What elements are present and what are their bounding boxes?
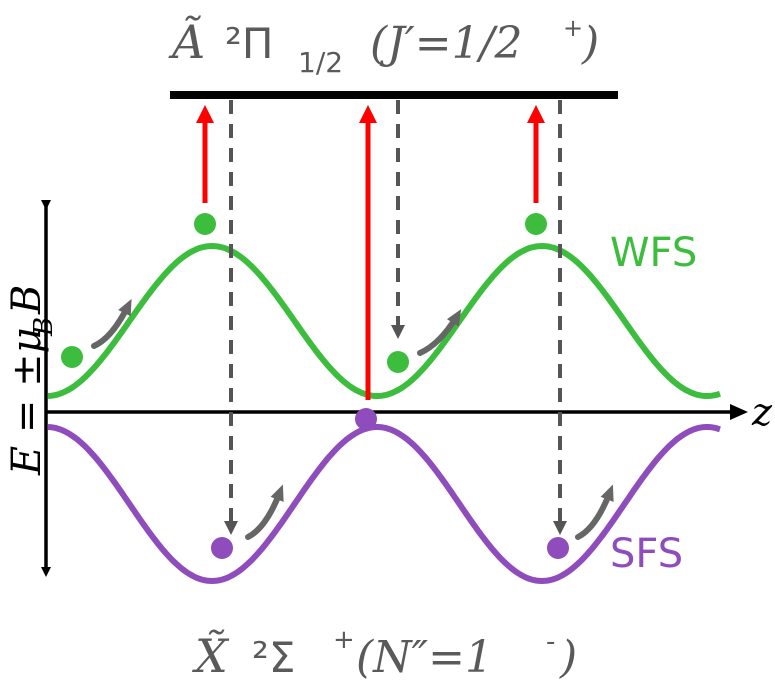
wfs-potential-curve <box>47 242 721 399</box>
upper-state-close-paren: ) <box>581 18 599 69</box>
wfs-label: WFS <box>610 230 697 276</box>
z-axis-arrowhead <box>730 404 748 420</box>
energy-axis-label-subscript: B <box>29 317 59 337</box>
lower-state-quantum-number: (N″=1 <box>356 632 493 683</box>
molecule-sfs-trough-right <box>547 537 569 559</box>
lower-state-term-superscript: + <box>333 625 355 655</box>
motion-arrow-sfs-right <box>575 484 614 540</box>
sfs-potential-curve <box>47 424 721 585</box>
molecule-wfs-center <box>387 351 409 373</box>
z-axis-label: z <box>751 390 773 434</box>
motion-arrow-wfs-right <box>417 309 462 356</box>
molecule-wfs-peak-right <box>525 213 547 235</box>
upper-state-quantum-number: (J′=1/2 <box>370 18 522 69</box>
lower-state-term: ²Σ <box>252 633 295 682</box>
upper-state-term: ²Π <box>225 19 273 68</box>
upper-state-parity: + <box>563 14 583 42</box>
molecule-sfs-trough-left <box>211 537 233 559</box>
lower-state-label: X̃ ²Σ + (N″=1 - ) <box>192 625 577 683</box>
lower-state-symbol: X̃ <box>192 629 230 683</box>
molecule-sfs-peak <box>355 408 377 430</box>
sfs-label: SFS <box>610 531 683 577</box>
upper-state-symbol: Ã <box>168 15 205 69</box>
molecule-wfs-peak-left <box>194 213 216 235</box>
energy-axis-label-field: B <box>4 285 50 315</box>
energy-axis-label: E = ±μ B B <box>4 285 59 476</box>
upper-state-label: Ã ²Π 1/2 (J′=1/2 + ) <box>168 14 599 79</box>
lower-state-close-paren: ) <box>559 632 577 683</box>
lower-state-parity: - <box>546 627 555 657</box>
motion-arrow-sfs-left <box>245 484 284 540</box>
molecule-wfs-left <box>61 346 83 368</box>
upper-state-subscript: 1/2 <box>298 46 343 79</box>
energy-axis-label-main: E = ±μ <box>4 327 50 476</box>
motion-arrow-wfs-left <box>91 298 132 349</box>
